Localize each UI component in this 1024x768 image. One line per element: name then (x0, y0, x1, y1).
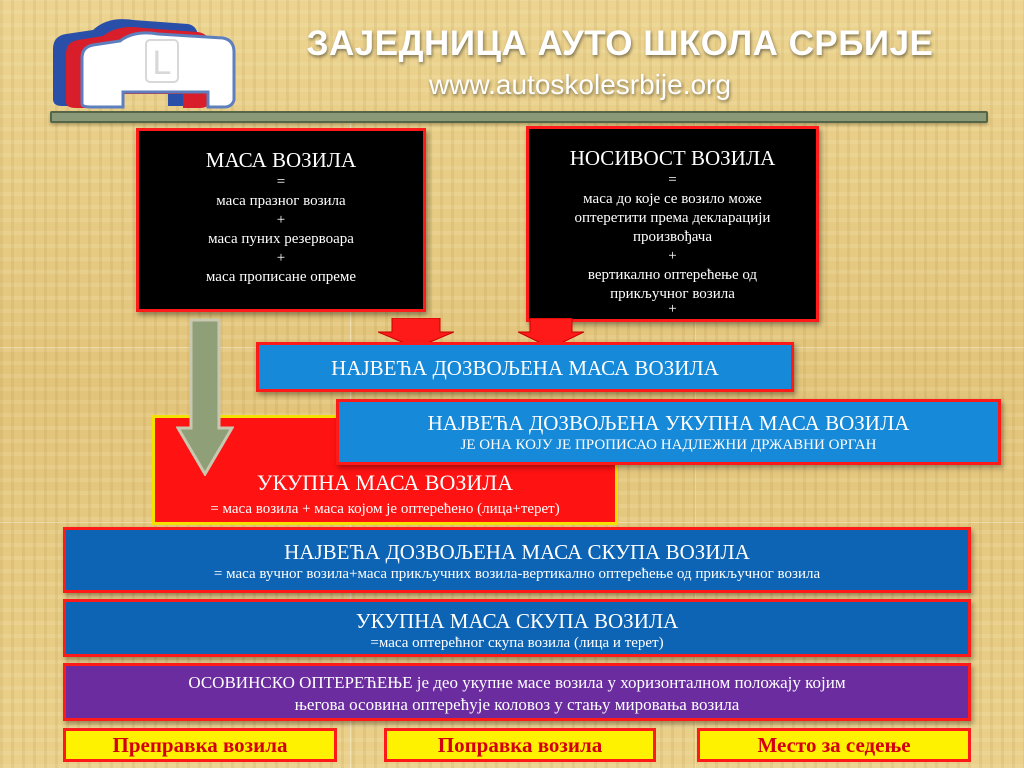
down-arrow-icon (518, 318, 584, 348)
vehicle-capacity-line: вертикално оптерећење од (587, 267, 758, 283)
axle-load-line: његова осовина оптерећује коловоз у стањ… (294, 695, 740, 714)
combination-max-mass-formula: = маса вучног возила+маса прикључних воз… (213, 566, 821, 582)
combination-max-mass-title: НАЈВЕЋА ДОЗВОЉЕНА МАСА СКУПА ВОЗИЛА (284, 540, 750, 564)
site-url[interactable]: www.autoskolesrbije.org (429, 69, 731, 100)
combination-total-mass-formula: =маса оптерећног скупа возила (лица и те… (370, 635, 664, 651)
vehicle-mass-box: МАСА ВОЗИЛА = маса празног возила + маса… (136, 128, 426, 312)
vehicle-modification-button[interactable]: Преправка возила (63, 728, 337, 762)
combination-total-mass-title: УКУПНА МАСА СКУПА ВОЗИЛА (355, 609, 679, 633)
combination-total-mass-box: УКУПНА МАСА СКУПА ВОЗИЛА =маса оптерећно… (63, 599, 971, 657)
down-arrow-icon (176, 318, 234, 476)
vehicle-capacity-title: НОСИВОСТ ВОЗИЛА (569, 146, 776, 170)
total-mass-formula: = маса возила + маса којом је оптерећено… (210, 501, 560, 517)
header-divider (50, 111, 988, 123)
total-mass-title: УКУПНА МАСА ВОЗИЛА (256, 470, 514, 495)
vehicle-capacity-line: произвођача (633, 229, 712, 245)
vehicle-mass-title: МАСА ВОЗИЛА (205, 148, 357, 172)
vehicle-capacity-line: маса до које се возило може (583, 191, 762, 207)
vehicle-capacity-line: + (668, 248, 677, 264)
vehicle-capacity-line: + (668, 301, 677, 317)
seat-place-button[interactable]: Место за седење (697, 728, 971, 762)
vehicle-mass-line: + (276, 250, 286, 266)
site-title: ЗАЈЕДНИЦА АУТО ШКОЛА СРБИЈЕ (306, 24, 934, 63)
max-permitted-mass-box: НАЈВЕЋА ДОЗВОЉЕНА МАСА ВОЗИЛА (256, 342, 794, 392)
vehicle-capacity-line: прикључног возила (610, 286, 735, 302)
vehicle-capacity-box: НОСИВОСТ ВОЗИЛА = маса до које се возило… (526, 126, 819, 322)
axle-load-line: ОСОВИНСКО ОПТЕРЕЋЕЊЕ је део укупне масе … (188, 673, 846, 692)
logo-letter: L (153, 44, 172, 82)
combination-max-mass-box: НАЈВЕЋА ДОЗВОЉЕНА МАСА СКУПА ВОЗИЛА = ма… (63, 527, 971, 593)
vehicle-capacity-line: = (668, 172, 677, 188)
max-permitted-mass-title: НАЈВЕЋА ДОЗВОЉЕНА МАСА ВОЗИЛА (331, 356, 719, 380)
vehicle-mass-line: маса пуних резервоара (208, 231, 354, 247)
vehicle-mass-line: = (276, 174, 286, 190)
max-permitted-total-mass-box: НАЈВЕЋА ДОЗВОЉЕНА УКУПНА МАСА ВОЗИЛА ЈЕ … (336, 399, 1001, 465)
vehicle-repair-button[interactable]: Поправка возила (384, 728, 656, 762)
vehicle-capacity-line: оптеретити према декларацији (574, 210, 771, 226)
vehicle-mass-line: + (276, 212, 286, 228)
vehicle-mass-line: маса празног возила (216, 193, 346, 209)
max-permitted-total-mass-note: ЈЕ ОНА КОЈУ ЈЕ ПРОПИСАО НАДЛЕЖНИ ДРЖАВНИ… (460, 437, 877, 453)
school-logo: L (48, 14, 248, 109)
max-permitted-total-mass-title: НАЈВЕЋА ДОЗВОЉЕНА УКУПНА МАСА ВОЗИЛА (427, 411, 910, 435)
axle-load-box: ОСОВИНСКО ОПТЕРЕЋЕЊЕ је део укупне масе … (63, 663, 971, 721)
down-arrow-icon (378, 318, 454, 348)
vehicle-mass-line: маса прописане опреме (205, 269, 357, 285)
